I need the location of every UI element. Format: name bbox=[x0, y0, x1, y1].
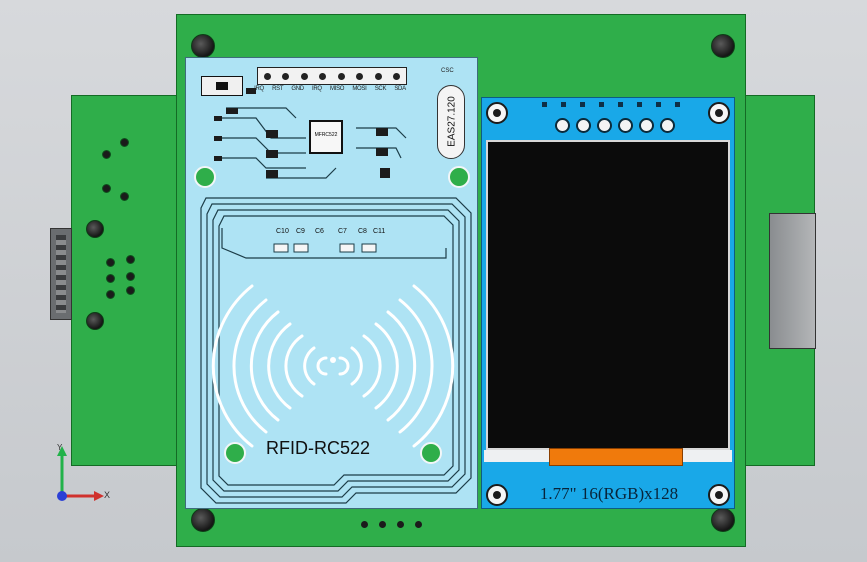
rfid-mount-pad-tl bbox=[194, 166, 216, 188]
x-axis-label: X bbox=[104, 490, 110, 500]
pcb-via bbox=[120, 192, 129, 201]
smd-pad bbox=[561, 102, 566, 107]
tft-pad bbox=[660, 118, 675, 133]
pin-label: GND bbox=[291, 86, 304, 92]
header-pin bbox=[356, 72, 364, 80]
tft-mount-hole-br bbox=[708, 484, 730, 506]
tft-pad bbox=[555, 118, 570, 133]
pcb-via bbox=[106, 258, 115, 267]
mount-hole-tl bbox=[191, 34, 215, 58]
mount-hole-bl bbox=[191, 508, 215, 532]
pad-dot bbox=[397, 521, 404, 528]
rfid-label: RFID-RC522 bbox=[266, 438, 371, 458]
header-pin bbox=[282, 72, 290, 80]
side-connector-block bbox=[769, 213, 816, 349]
pcb-via bbox=[126, 255, 135, 264]
header-pin bbox=[319, 72, 327, 80]
tft-mount-hole-tl bbox=[486, 102, 508, 124]
rfid-mount-pad-br bbox=[420, 442, 442, 464]
rfid-module[interactable]: IRQ RST GND IRQ MISO MOSI SCK SDA CSC EA… bbox=[185, 57, 478, 509]
pin-label: MISO bbox=[330, 86, 345, 92]
smd-pad bbox=[618, 102, 623, 107]
header-pin bbox=[263, 72, 271, 80]
tft-pad bbox=[618, 118, 633, 133]
pcb-via bbox=[106, 274, 115, 283]
smd-pad bbox=[599, 102, 604, 107]
pcb-via bbox=[102, 184, 111, 193]
cap-label: C6 bbox=[315, 228, 324, 235]
y-axis-arrow bbox=[57, 446, 67, 456]
smd-pad bbox=[542, 102, 547, 107]
tft-mount-hole-tr bbox=[708, 102, 730, 124]
mount-hole-br bbox=[711, 508, 735, 532]
cap-label: C7 bbox=[338, 228, 347, 235]
crystal-tag: CSC bbox=[441, 68, 454, 74]
flex-cable bbox=[549, 448, 683, 466]
power-switch bbox=[201, 76, 243, 96]
rfid-mount-pad-bl bbox=[224, 442, 246, 464]
smd-pad bbox=[580, 102, 585, 107]
crystal-oscillator: EAS27.120 bbox=[437, 85, 465, 159]
tft-mount-hole-bl bbox=[486, 484, 508, 506]
smd-pad bbox=[637, 102, 642, 107]
tft-display-module[interactable]: 1.77" 16(RGB)x128 bbox=[481, 97, 735, 509]
cap-label: C8 bbox=[358, 228, 367, 235]
pin-label: RST bbox=[272, 86, 284, 92]
cap-label: C10 bbox=[276, 228, 289, 235]
rfid-mount-pad-tr bbox=[448, 166, 470, 188]
pin-header bbox=[257, 67, 407, 85]
z-axis-dot bbox=[57, 491, 67, 501]
cap-label: C11 bbox=[373, 228, 386, 235]
pin-label: IRQ bbox=[254, 86, 264, 92]
tft-pad bbox=[576, 118, 591, 133]
pcb-hole bbox=[86, 312, 104, 330]
pad-dot bbox=[379, 521, 386, 528]
smd-pad bbox=[656, 102, 661, 107]
mfrc522-chip: MFRC522 bbox=[309, 120, 343, 154]
pcb-via bbox=[106, 290, 115, 299]
pin-labels: IRQ RST GND IRQ MISO MOSI SCK SDA bbox=[250, 86, 410, 92]
pad-dot bbox=[415, 521, 422, 528]
crystal-label: EAS27.120 bbox=[446, 96, 458, 147]
header-pin bbox=[393, 72, 401, 80]
tft-pad bbox=[597, 118, 612, 133]
tft-label: 1.77" 16(RGB)x128 bbox=[539, 484, 679, 503]
tft-smd-pads bbox=[542, 102, 680, 107]
cap-label: C9 bbox=[296, 228, 305, 235]
rfid-antenna bbox=[200, 88, 472, 504]
pin-label: SDA bbox=[394, 86, 406, 92]
pin-label: MOSI bbox=[352, 86, 367, 92]
tft-pad bbox=[639, 118, 654, 133]
header-pin bbox=[374, 72, 382, 80]
tft-header-pads bbox=[555, 118, 675, 133]
bottom-pads bbox=[361, 521, 422, 528]
pcb-via bbox=[120, 138, 129, 147]
pcb-via bbox=[102, 150, 111, 159]
header-pin bbox=[300, 72, 308, 80]
pcb-hole bbox=[86, 220, 104, 238]
pcb-via bbox=[126, 286, 135, 295]
x-axis-arrow bbox=[94, 491, 104, 501]
pad-dot bbox=[361, 521, 368, 528]
axis-triad: Y X bbox=[57, 443, 110, 501]
pin-label: IRQ bbox=[312, 86, 322, 92]
mount-hole-tr bbox=[711, 34, 735, 58]
pcb-left-wing bbox=[71, 95, 177, 466]
header-pin bbox=[337, 72, 345, 80]
pcb-via bbox=[126, 272, 135, 281]
left-connector bbox=[50, 228, 72, 320]
pin-label: SCK bbox=[374, 86, 387, 92]
smd-pad bbox=[675, 102, 680, 107]
y-axis-label: Y bbox=[57, 443, 63, 452]
tft-screen bbox=[486, 140, 730, 450]
